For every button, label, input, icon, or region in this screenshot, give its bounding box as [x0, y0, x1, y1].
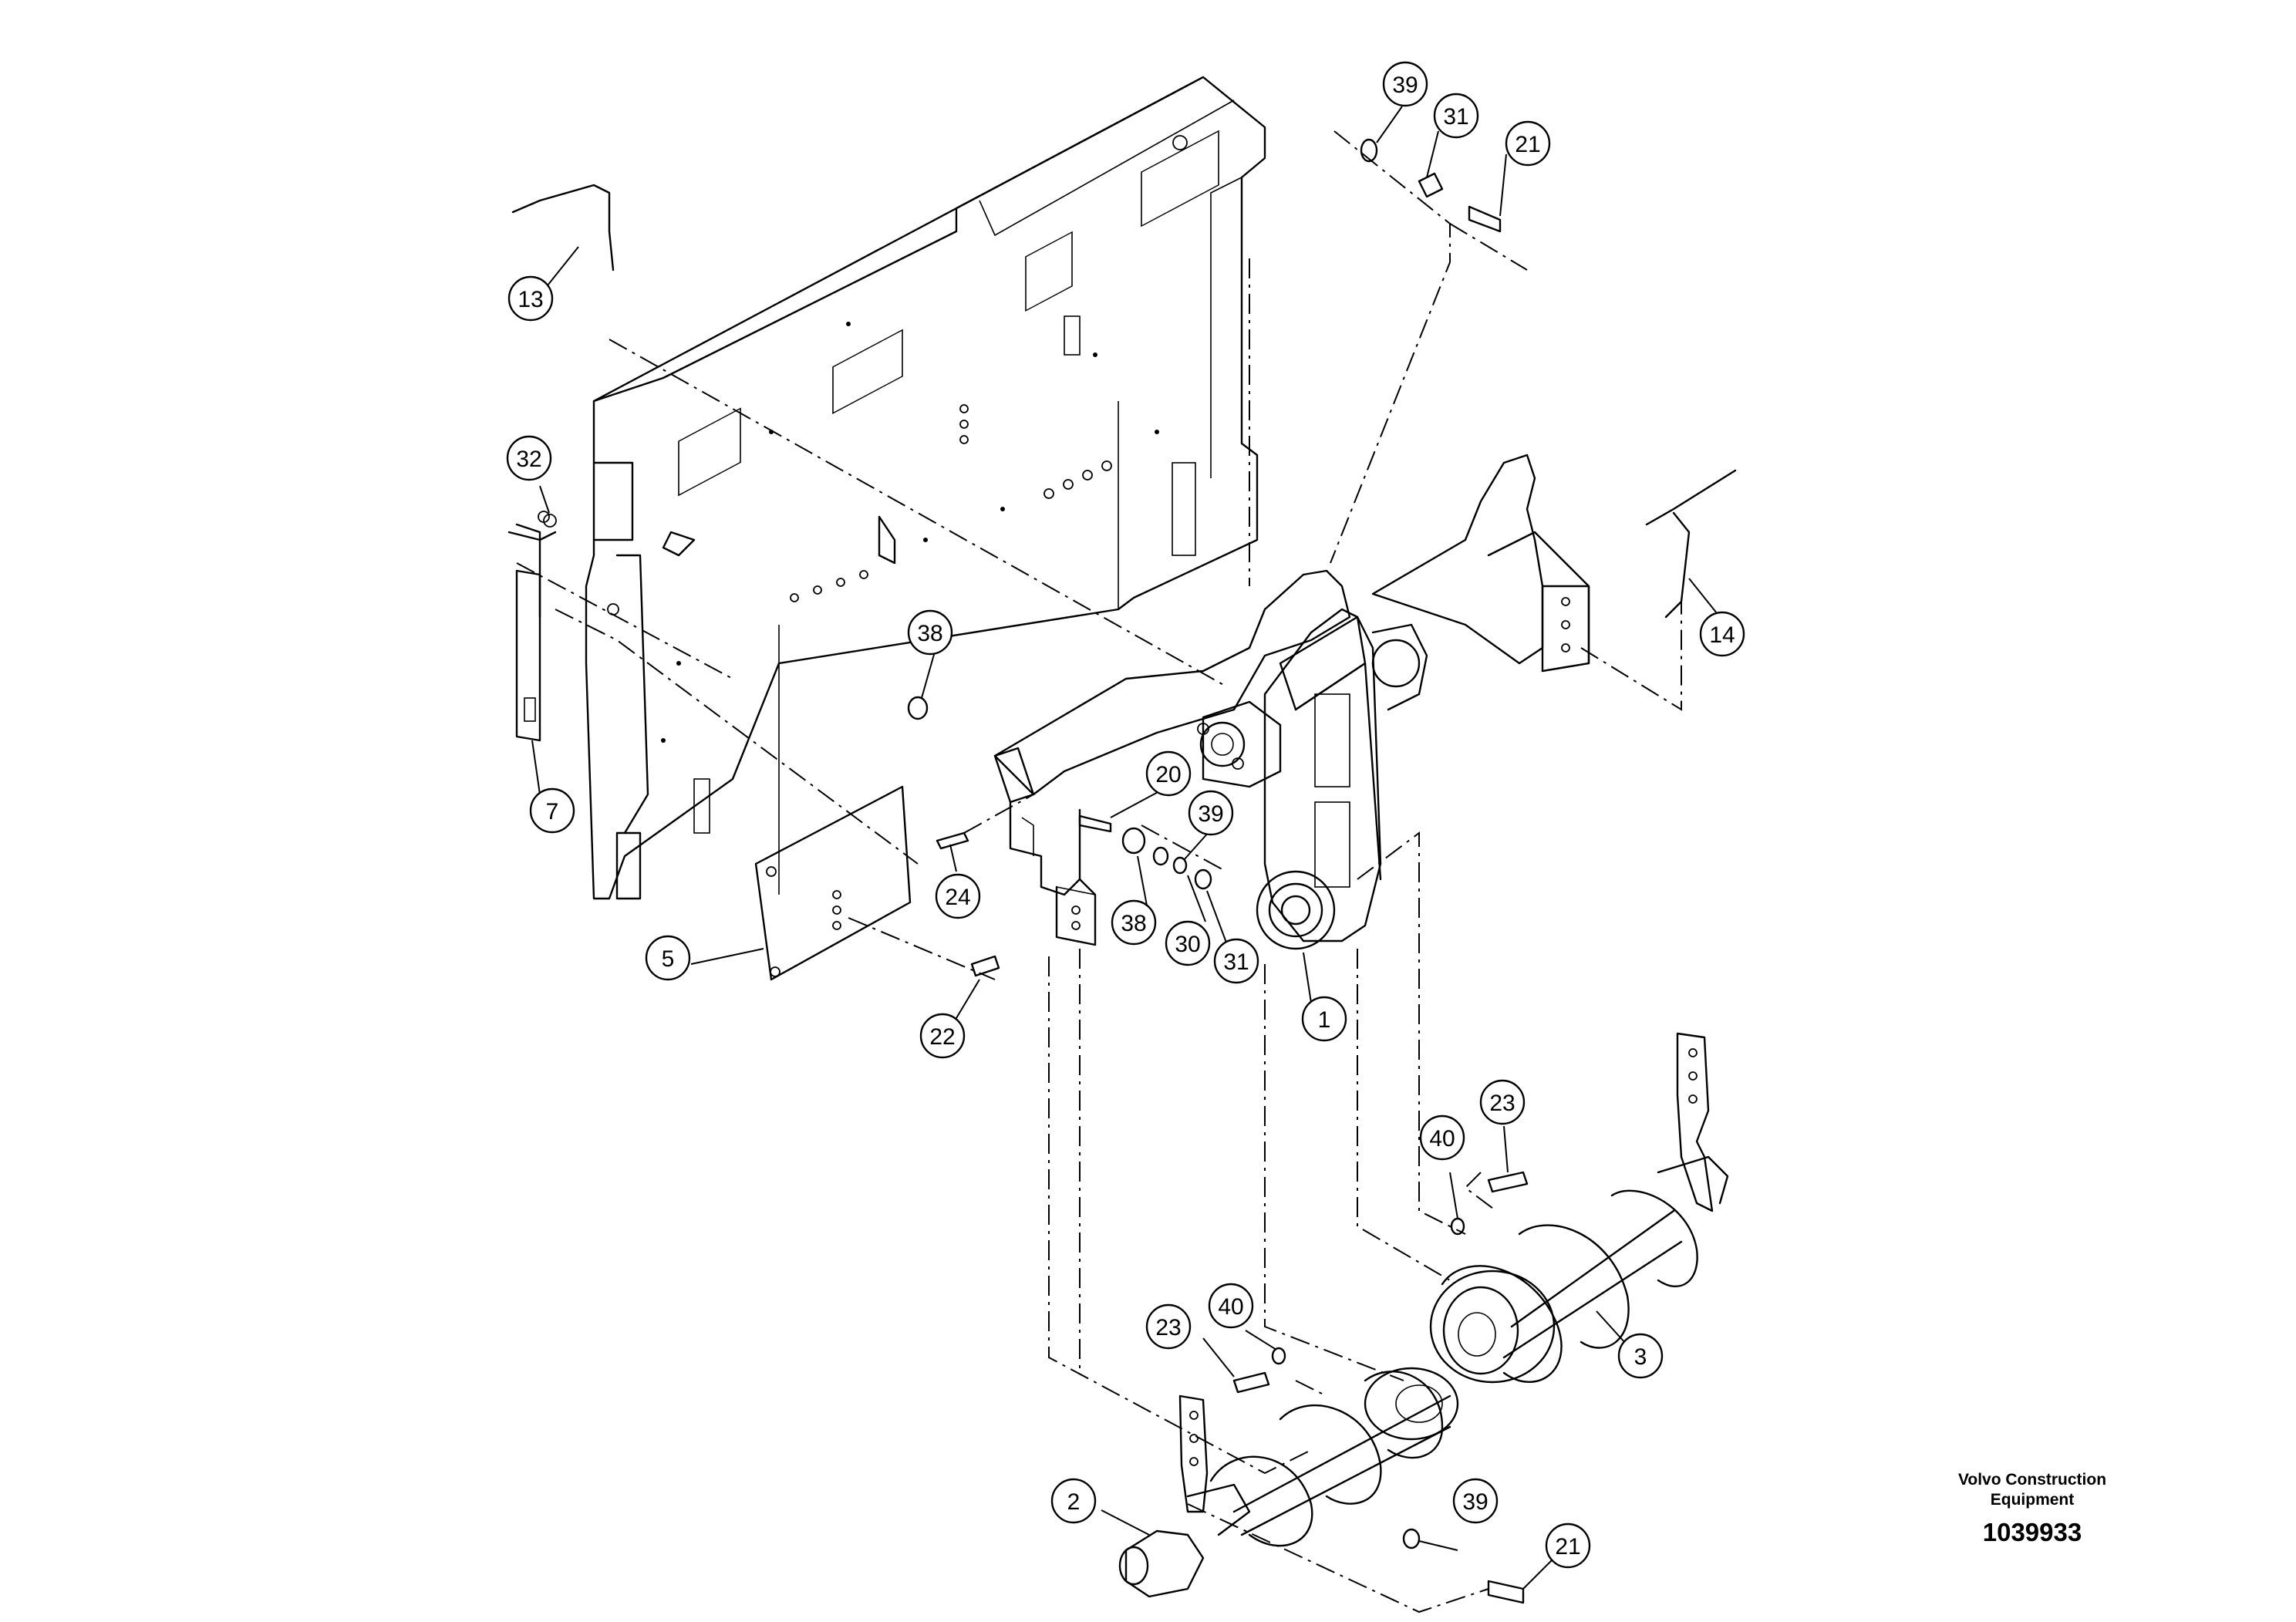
callout-24: 24 — [935, 873, 981, 919]
svg-text:7: 7 — [546, 799, 559, 824]
svg-text:31: 31 — [1223, 949, 1249, 975]
callout-21-bottom: 21 — [1545, 1523, 1591, 1569]
callout-21-top: 21 — [1505, 120, 1551, 167]
callouts: 1 2 3 5 7 13 14 20 21 21 22 23 23 24 30 … — [506, 61, 1745, 1569]
svg-text:21: 21 — [1515, 132, 1540, 157]
callout-2: 2 — [1050, 1478, 1097, 1524]
svg-text:2: 2 — [1067, 1489, 1081, 1515]
svg-text:14: 14 — [1709, 622, 1735, 648]
callout-14: 14 — [1699, 611, 1745, 657]
callout-7: 7 — [529, 787, 575, 834]
svg-text:39: 39 — [1392, 73, 1418, 98]
svg-text:23: 23 — [1155, 1315, 1181, 1340]
svg-text:38: 38 — [1121, 911, 1146, 936]
callout-38-lower: 38 — [1111, 899, 1157, 946]
svg-text:13: 13 — [518, 287, 543, 312]
drawing-number: 1039933 — [1982, 1518, 2082, 1546]
auger-drive-gearbox — [1197, 608, 1428, 950]
svg-text:24: 24 — [945, 885, 970, 910]
callout-39-top: 39 — [1382, 61, 1428, 107]
callout-39-bottom: 39 — [1452, 1478, 1499, 1524]
callout-38-upper: 38 — [907, 609, 953, 656]
svg-text:3: 3 — [1634, 1344, 1647, 1370]
svg-text:39: 39 — [1462, 1489, 1488, 1515]
drawing-legend: Volvo Construction Equipment 1039933 — [1874, 1470, 2190, 1547]
callout-3: 3 — [1617, 1333, 1664, 1379]
callout-5: 5 — [645, 935, 691, 981]
callout-13: 13 — [507, 275, 554, 322]
callout-23-right: 23 — [1479, 1079, 1526, 1125]
callout-22: 22 — [919, 1013, 966, 1059]
hardware — [543, 138, 1529, 1604]
auger-right — [1429, 1032, 1729, 1384]
svg-text:40: 40 — [1429, 1126, 1455, 1152]
svg-text:23: 23 — [1489, 1091, 1515, 1116]
svg-text:39: 39 — [1198, 801, 1223, 827]
assembly-lines — [516, 130, 1682, 1614]
svg-text:1: 1 — [1318, 1007, 1331, 1033]
callout-30: 30 — [1165, 920, 1211, 966]
frame-holes — [607, 135, 1188, 743]
svg-text:31: 31 — [1443, 104, 1468, 130]
frame-panel — [585, 76, 1266, 900]
svg-text:22: 22 — [929, 1024, 955, 1050]
callout-1: 1 — [1301, 996, 1347, 1042]
svg-text:20: 20 — [1155, 762, 1181, 787]
hose-14 — [1645, 469, 1737, 619]
svg-text:30: 30 — [1175, 932, 1200, 957]
hanger-strap — [507, 511, 557, 742]
callout-23-lower: 23 — [1145, 1303, 1192, 1350]
callout-20: 20 — [1145, 750, 1192, 797]
svg-text:21: 21 — [1555, 1534, 1580, 1560]
manufacturer-label: Volvo Construction Equipment — [1957, 1471, 2107, 1509]
svg-text:38: 38 — [917, 621, 942, 646]
callout-39-middle: 39 — [1188, 790, 1234, 836]
hose-13 — [511, 184, 615, 271]
svg-text:32: 32 — [516, 447, 541, 472]
auger-lower — [1118, 1367, 1459, 1598]
callout-40-right: 40 — [1419, 1114, 1465, 1161]
svg-text:5: 5 — [662, 946, 675, 972]
callout-31-top: 31 — [1433, 93, 1479, 139]
callout-31-middle: 31 — [1213, 938, 1259, 984]
callout-32: 32 — [506, 435, 552, 481]
callout-40-lower: 40 — [1208, 1283, 1254, 1329]
svg-text:40: 40 — [1218, 1294, 1243, 1320]
right-mount-bracket — [1371, 454, 1590, 673]
mounting-bracket-plate — [993, 569, 1351, 946]
leader-lines — [531, 106, 1721, 1590]
cover-plate — [754, 785, 912, 981]
